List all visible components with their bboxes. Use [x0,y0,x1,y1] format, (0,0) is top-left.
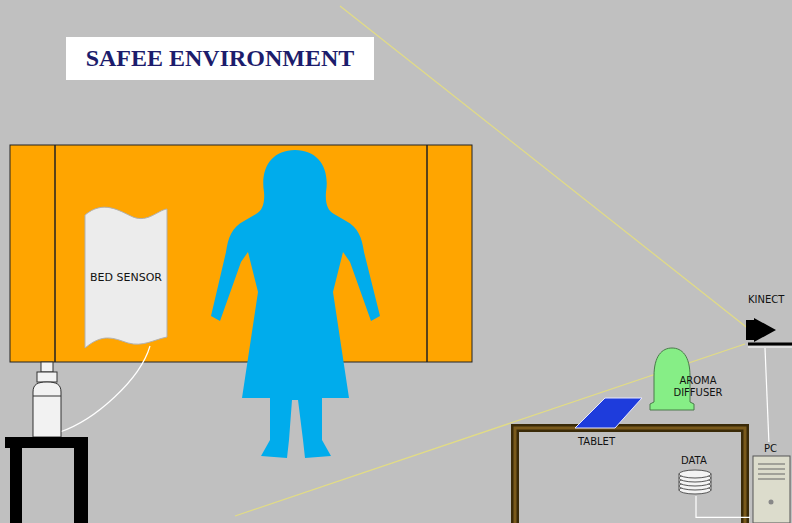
aroma-diffuser: AROMA DIFFUSER [645,346,727,412]
node-outline [750,442,792,523]
wall-line [54,145,56,362]
wall-line [426,145,428,362]
data-storage-shape [679,470,711,478]
kinect-sensor-shape [746,320,754,340]
table [515,428,745,523]
stand-leg [74,448,88,523]
kinect-sensor: KINECT [742,292,792,348]
cylinder-body [33,382,61,437]
cable [765,348,769,442]
node-label: PC [764,443,792,455]
kinect-sensor-shape [748,343,792,346]
title: SAFEE ENVIRONMENT [66,37,374,80]
cylinder-ring [33,396,61,397]
cylinder-cap [41,362,53,372]
pc-tower-shape [769,500,774,505]
stand-leg [10,448,22,523]
tablet-shape [575,398,642,428]
pc-tower-shape [753,456,790,523]
sensor-wire [60,346,150,432]
kinect-sensor-shape [748,347,792,348]
pc-tower-shape [758,464,785,465]
node-label: AROMA DIFFUSER [669,375,727,399]
node-label: KINECT [748,294,792,306]
bed-sensor: BED SENSOR [83,205,169,351]
node-label: TABLET [578,436,638,448]
table-inner [515,428,745,523]
person-silhouette [211,150,380,458]
tablet: TABLET [570,395,645,451]
stand-top [5,437,88,448]
pc-tower-shape [758,469,785,470]
cylinder-neck [37,372,57,382]
stand [5,437,88,523]
pc-tower-shape [758,474,785,475]
data-storage: DATA [676,454,716,496]
pc-tower-shape [758,479,785,480]
node-label: DATA [681,455,715,467]
cable [696,496,750,517]
node-label: BED SENSOR [83,271,169,284]
pc-tower: PC [750,442,792,523]
kinect-sensor-shape [754,318,776,342]
gas-cylinder [33,362,61,437]
